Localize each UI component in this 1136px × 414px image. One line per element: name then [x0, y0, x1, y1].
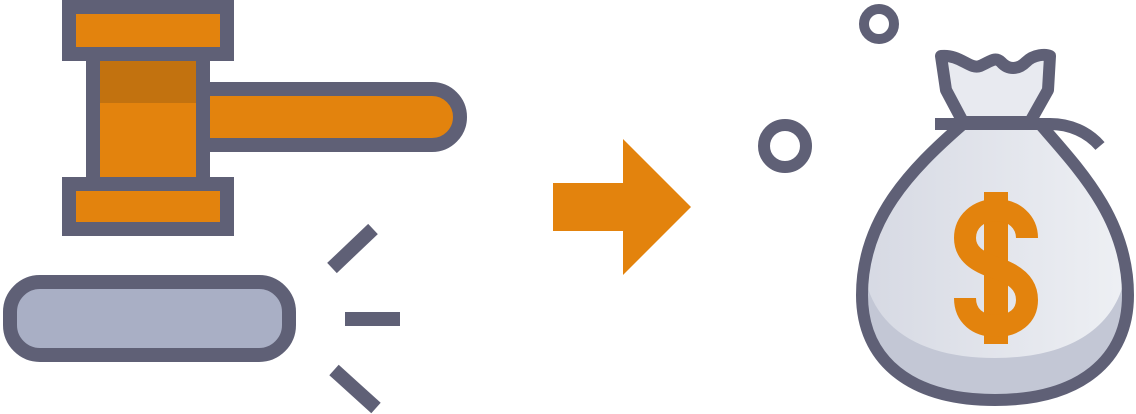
gavel-handle [193, 82, 467, 152]
arrow-right-icon [553, 139, 691, 275]
impact-lines [327, 223, 400, 414]
gavel-base [3, 275, 296, 362]
bag-top [935, 48, 1056, 128]
gavel-head-shadow [100, 61, 196, 103]
ring-icon [758, 119, 812, 173]
bag-shade [862, 282, 1128, 400]
gavel-top-cap [62, 0, 234, 61]
bag-tie [935, 118, 1105, 151]
gavel-bottom-cap [62, 177, 234, 236]
money-bag-icon [856, 48, 1134, 406]
small-ring-icon [859, 4, 899, 44]
gavel-icon [62, 0, 467, 236]
bag-outline [856, 118, 1134, 406]
dollar-sign-icon [953, 192, 1039, 344]
